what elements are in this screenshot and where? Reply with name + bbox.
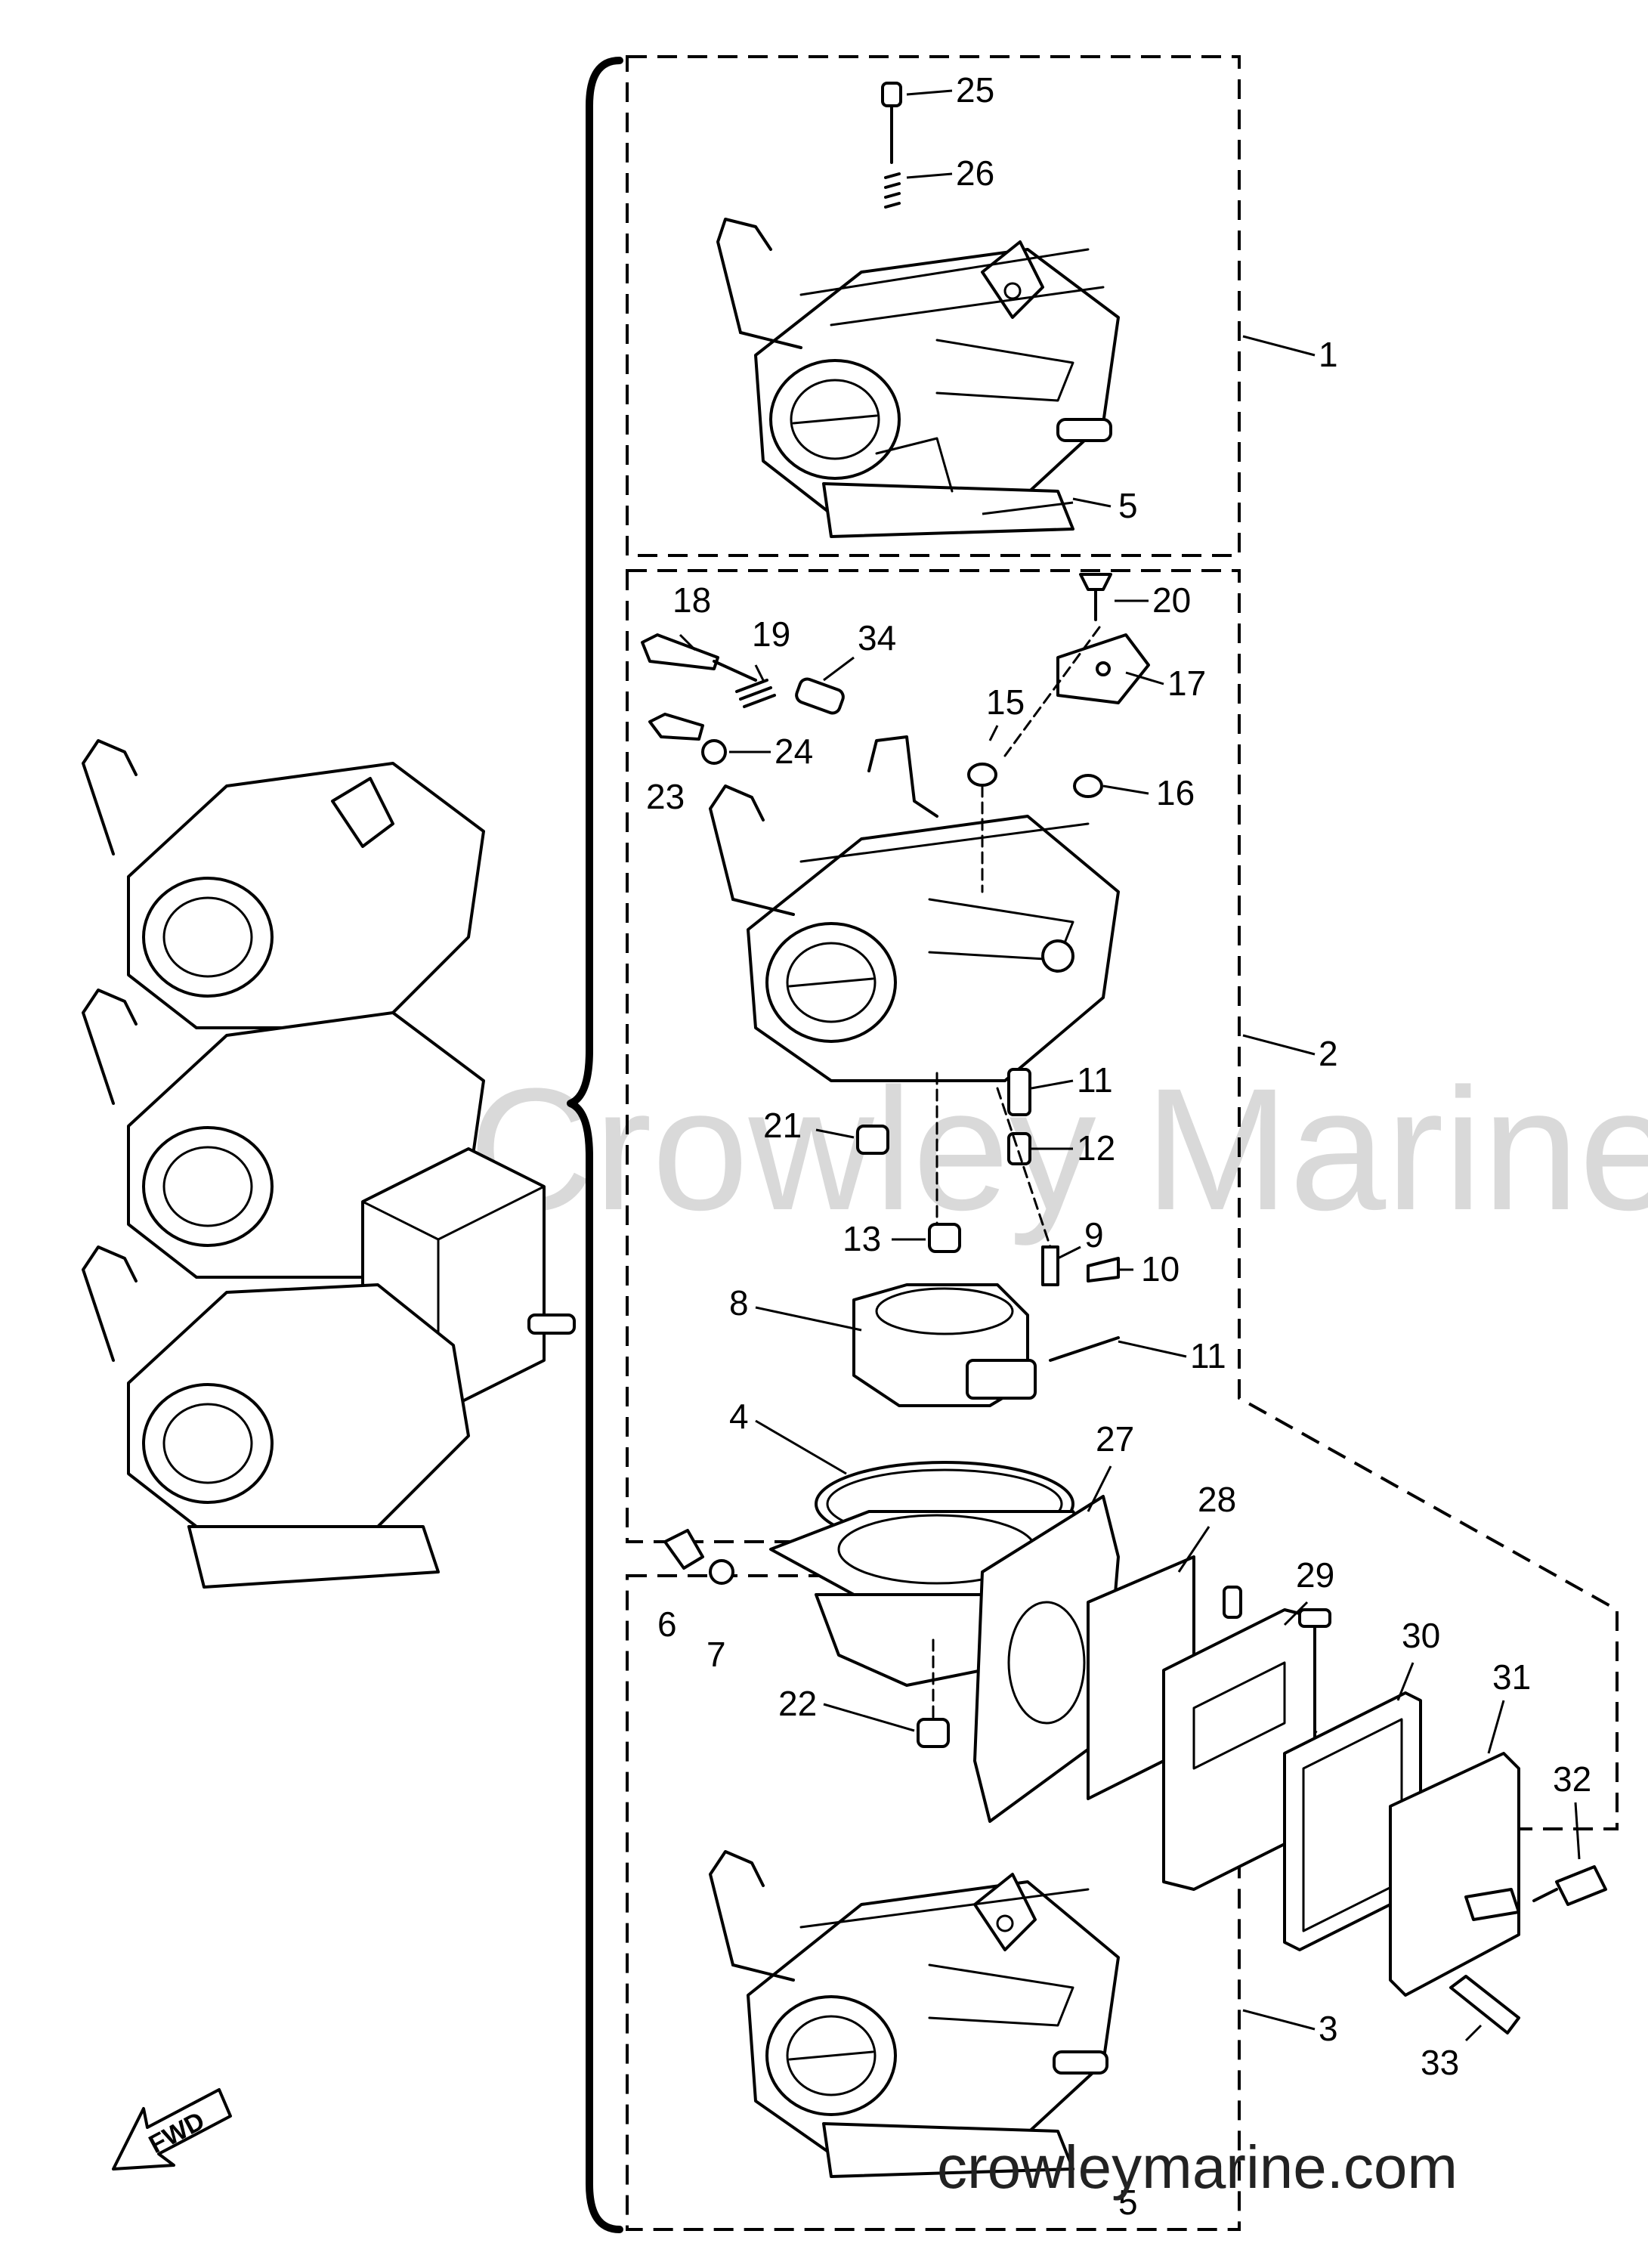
label-18: 18 xyxy=(672,580,711,620)
label-21: 22 xyxy=(778,1684,817,1723)
label-20: 21 xyxy=(763,1106,802,1145)
label-8: 8 xyxy=(729,1283,749,1323)
group-box-2 xyxy=(626,569,1619,1830)
label-33: 33 xyxy=(1421,2043,1459,2082)
plug-21-shape xyxy=(917,1718,950,1748)
label-26: 26 xyxy=(956,153,994,193)
screw-23-shape xyxy=(648,713,704,741)
label-28: 28 xyxy=(1198,1480,1236,1519)
group-box-1 xyxy=(626,55,1241,557)
label-3: 3 xyxy=(1319,2009,1338,2048)
screw-6-shape xyxy=(663,1529,704,1570)
pin-11-shape xyxy=(1049,1336,1120,1362)
part-number-labels: 25 26 1 5 18 19 34 20 17 15 16 24 23 2 1… xyxy=(646,70,1591,2222)
label-29: 29 xyxy=(1296,1555,1334,1595)
fuel-pump-parts xyxy=(1087,1555,1607,2034)
label-24: 24 xyxy=(775,732,813,771)
label-6: 6 xyxy=(657,1604,677,1644)
label-5-bottom: 5 xyxy=(1118,2183,1138,2222)
label-16: 16 xyxy=(1156,773,1195,812)
washer-7-shape xyxy=(709,1559,734,1585)
label-11: 11 xyxy=(1190,1336,1226,1375)
label-25: 25 xyxy=(956,70,994,110)
label-22: 20 xyxy=(1152,580,1191,620)
carburetor-top xyxy=(716,82,1120,538)
leader-lines xyxy=(679,89,1581,2042)
jet-13-shape xyxy=(1007,1132,1031,1165)
assembled-carburetor-stack xyxy=(82,739,576,1589)
label-31: 31 xyxy=(1492,1657,1531,1697)
plug-20-shape xyxy=(856,1125,889,1155)
label-7: 7 xyxy=(707,1635,726,1674)
carburetor-middle xyxy=(641,573,1150,1823)
plug-16-shape xyxy=(1073,774,1103,798)
clip-10-shape xyxy=(1087,1257,1120,1283)
screw-32-shape xyxy=(1555,1865,1607,1906)
label-17: 17 xyxy=(1167,664,1206,703)
label-2: 2 xyxy=(1319,1034,1338,1073)
label-12: 11 xyxy=(1077,1060,1113,1100)
label-19: 19 xyxy=(752,614,790,654)
label-13: 12 xyxy=(1077,1128,1115,1168)
plug-34-shape xyxy=(795,677,845,715)
label-34: 34 xyxy=(858,618,896,658)
label-9: 9 xyxy=(1084,1215,1104,1255)
plug-15-shape xyxy=(967,763,997,787)
label-23: 23 xyxy=(646,777,685,816)
label-5-top: 5 xyxy=(1118,486,1138,525)
screw-33-shape xyxy=(1449,1975,1520,2034)
spring-19-shape xyxy=(735,679,776,708)
label-15: 15 xyxy=(986,682,1025,722)
label-30: 30 xyxy=(1402,1616,1440,1655)
washer-24-shape xyxy=(701,739,727,765)
label-1: 1 xyxy=(1319,335,1338,374)
needle-9-shape xyxy=(1041,1245,1059,1286)
fwd-arrow: FWD xyxy=(112,2088,232,2171)
label-4: 4 xyxy=(729,1397,749,1436)
jet-12-shape xyxy=(1007,1068,1031,1116)
screw-18-shape xyxy=(641,633,719,670)
plug-14-shape xyxy=(928,1223,961,1253)
label-14: 13 xyxy=(843,1219,881,1258)
label-10: 10 xyxy=(1141,1249,1180,1289)
label-32: 32 xyxy=(1553,1759,1591,1799)
screw-22-shape xyxy=(1079,573,1112,591)
carburetor-bottom xyxy=(709,1850,1120,2178)
label-27: 27 xyxy=(1096,1419,1134,1459)
assembly-brace xyxy=(567,57,623,2233)
cover-31-shape xyxy=(1389,1752,1520,1997)
source-url: crowleymarine.com xyxy=(937,2133,1458,2201)
